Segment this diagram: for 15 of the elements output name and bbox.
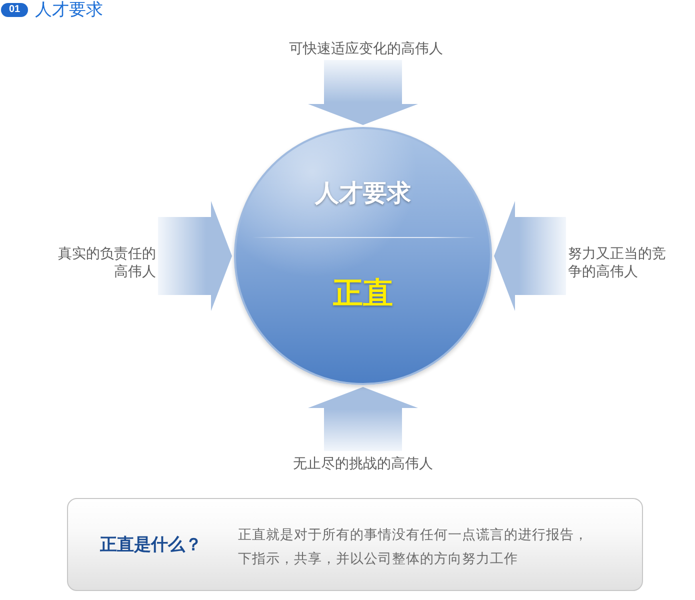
caption-text: 无止尽的挑战的高伟人 (290, 453, 436, 473)
page-title: 人才要求 (35, 0, 103, 20)
circle-title: 人才要求 (315, 179, 411, 209)
block-arrow (308, 60, 418, 125)
block-arrow (158, 201, 232, 311)
caption-text: 努力又正当的竞争的高伟人 (568, 244, 668, 280)
caption-text: 真实的负责任的高伟人 (56, 244, 156, 280)
definition-text: 正直就是对于所有的事情没有任何一点谎言的进行报告，下指示，共享，并以公司整体的方向努力工作 (238, 526, 589, 568)
caption-text: 可快速适应变化的高伟人 (286, 38, 446, 58)
block-arrow (308, 387, 418, 451)
question-heading: 正直是什么？ (100, 534, 202, 556)
circle-value: 正直 (333, 276, 393, 312)
number-badge: 01 (1, 3, 28, 17)
block-arrow (494, 201, 566, 311)
info-panel (67, 498, 643, 591)
